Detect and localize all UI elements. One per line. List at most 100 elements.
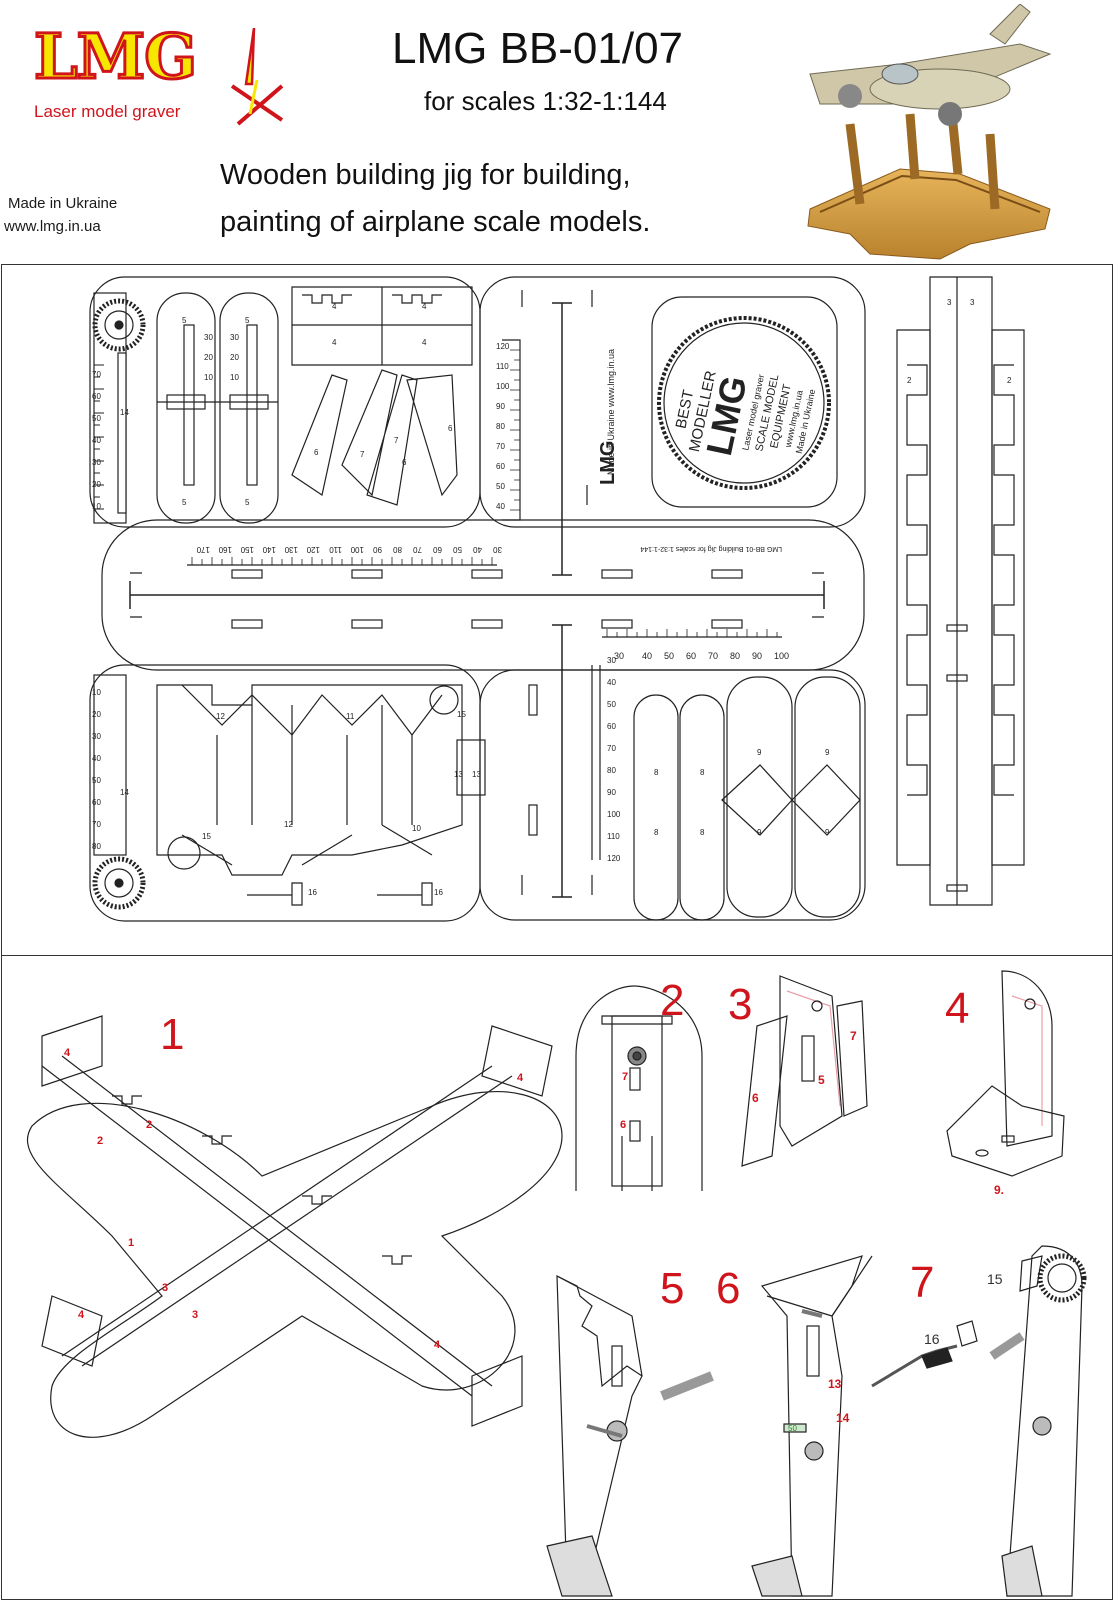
ruler-top-60: 60 xyxy=(433,545,442,554)
callout-3b: 3 xyxy=(192,1309,198,1321)
callout-3a: 3 xyxy=(162,1282,168,1294)
callout-4b: 4 xyxy=(517,1072,524,1084)
step6-drawing xyxy=(751,1255,873,1597)
ruler-left-low-80: 80 xyxy=(92,842,101,851)
part-label-7b: 7 xyxy=(394,436,399,445)
step4-drawing xyxy=(946,970,1065,1177)
logo-tagline: Laser model graver xyxy=(34,102,181,121)
parts-sheet-panel: 70 60 50 40 30 20 10 14 5 5 5 5 30 xyxy=(1,264,1113,956)
ruler-top-100: 100 xyxy=(350,545,364,554)
part-disc-15b xyxy=(167,836,201,870)
ruler-lower-40: 40 xyxy=(607,678,616,687)
brand-logo: LMG Laser model graver xyxy=(28,18,284,128)
part-side-strips-2 xyxy=(896,329,1025,866)
part-label-6a: 6 xyxy=(314,448,319,457)
part-label-15a: 15 xyxy=(457,710,466,719)
crossbar-ruler-ticks xyxy=(191,557,493,565)
part-label-12a: 12 xyxy=(216,712,225,721)
part-tall-strip-3 xyxy=(929,276,993,906)
left-ruler-ticks xyxy=(94,364,104,510)
ruler-bottom-50: 50 xyxy=(664,651,674,661)
logo-wordmark: LMG xyxy=(32,20,198,93)
callout-16: 16 xyxy=(924,1331,940,1347)
part-ibeam-horizontal xyxy=(129,581,825,609)
part-label-8d: 8 xyxy=(700,828,705,837)
callout-2a: 2 xyxy=(146,1119,152,1131)
stamp-frame xyxy=(651,296,838,508)
sheet-vertical-mark: Made in Ukraine www.lmg.in.ua xyxy=(606,349,616,475)
sheet-top-left-block xyxy=(89,276,481,528)
part-ibeam-v-bottom xyxy=(552,624,572,898)
sheet-bottom-right-block xyxy=(479,669,866,921)
ruler-left-5: 30 xyxy=(92,458,101,467)
ruler-top-170: 170 xyxy=(196,545,210,554)
ruler-left-6: 20 xyxy=(92,480,101,489)
small-ruler-30b: 30 xyxy=(230,333,239,342)
ruler-top-150: 150 xyxy=(240,545,254,554)
ruler-bottom-100: 100 xyxy=(774,651,789,661)
ruler-left-low-50: 50 xyxy=(92,776,101,785)
sheet-top-right-block xyxy=(479,276,866,528)
ruler-lower-70: 70 xyxy=(607,744,616,753)
part-strip-9b xyxy=(794,676,861,918)
part-label-15b: 15 xyxy=(202,832,211,841)
made-in-label: Made in Ukraine xyxy=(8,195,118,212)
callout-50: 50 xyxy=(788,1424,797,1433)
small-ruler-10b: 10 xyxy=(230,373,239,382)
step-number-2: 2 xyxy=(660,976,685,1025)
part-label-13a: 13 xyxy=(454,770,463,779)
left-ruler-strip-lower xyxy=(93,674,127,856)
ruler-bottom-60: 60 xyxy=(686,651,696,661)
ruler-bottom-90: 90 xyxy=(752,651,762,661)
part-label-9d: 9 xyxy=(825,828,830,837)
page-subtitle: for scales 1:32-1:144 xyxy=(424,86,667,116)
small-ruler-10a: 10 xyxy=(204,373,213,382)
part-label-3a: 3 xyxy=(947,298,952,307)
ruler-right-90: 90 xyxy=(496,402,505,411)
small-ruler-30a: 30 xyxy=(204,333,213,342)
ruler-top-160: 160 xyxy=(218,545,232,554)
ruler-top-70: 70 xyxy=(413,545,422,554)
ruler-top-140: 140 xyxy=(262,545,276,554)
part-label-5b: 5 xyxy=(245,316,250,325)
part-label-10: 10 xyxy=(412,824,421,833)
ruler-left-7: 10 xyxy=(92,502,101,511)
part-label-8c: 8 xyxy=(654,828,659,837)
callout-6a: 6 xyxy=(620,1119,626,1131)
callout-15: 15 xyxy=(987,1271,1003,1287)
ruler-lower-50: 50 xyxy=(607,700,616,709)
step7-drawing xyxy=(871,1245,1087,1597)
ruler-left-1: 70 xyxy=(92,370,101,379)
ruler-top-30: 30 xyxy=(493,545,502,554)
sheet-engraving-text: LMG BB-01 Building Jig for scales 1:32-1… xyxy=(640,545,782,552)
crossbar-slots xyxy=(231,569,743,629)
ruler-top-80: 80 xyxy=(393,545,402,554)
ruler-top-110: 110 xyxy=(329,545,342,554)
callout-4a: 4 xyxy=(64,1047,71,1059)
page-title: LMG BB-01/07 xyxy=(392,24,684,73)
part-strip-5b xyxy=(219,292,279,524)
ruler-top-50: 50 xyxy=(453,545,462,554)
part-label-4a: 4 xyxy=(332,302,337,311)
assembly-steps-panel: 4 4 4 4 2 2 3 3 1 7 6 xyxy=(1,955,1113,1600)
ruler-top-40: 40 xyxy=(473,545,482,554)
description-line-2: painting of airplane scale models. xyxy=(220,206,651,238)
stamp-badge xyxy=(657,316,831,490)
part-label-5c: 5 xyxy=(182,498,187,507)
part-label-4b: 4 xyxy=(422,302,427,311)
ruler-lower-80: 80 xyxy=(607,766,616,775)
step1-callouts: 4 4 4 4 2 2 3 3 1 xyxy=(64,1047,524,1351)
ruler-right-60: 60 xyxy=(496,462,505,471)
origin-info: Made in Ukraine www.lmg.in.ua xyxy=(4,192,117,238)
part-label-6b: 6 xyxy=(402,458,407,467)
ruler-right-110: 110 xyxy=(496,362,509,371)
part-label-3b: 3 xyxy=(970,298,975,307)
part-label-12b: 12 xyxy=(284,820,293,829)
website-label: www.lmg.in.ua xyxy=(4,218,101,235)
ruler-left-3: 50 xyxy=(92,414,101,423)
part-label-5a: 5 xyxy=(182,316,187,325)
callout-9: 9. xyxy=(994,1183,1004,1197)
strip-labels: 5 5 5 5 30 20 10 30 20 10 xyxy=(182,316,250,507)
gear-wheel-icon-top xyxy=(92,298,146,352)
part-label-8a: 8 xyxy=(654,768,659,777)
